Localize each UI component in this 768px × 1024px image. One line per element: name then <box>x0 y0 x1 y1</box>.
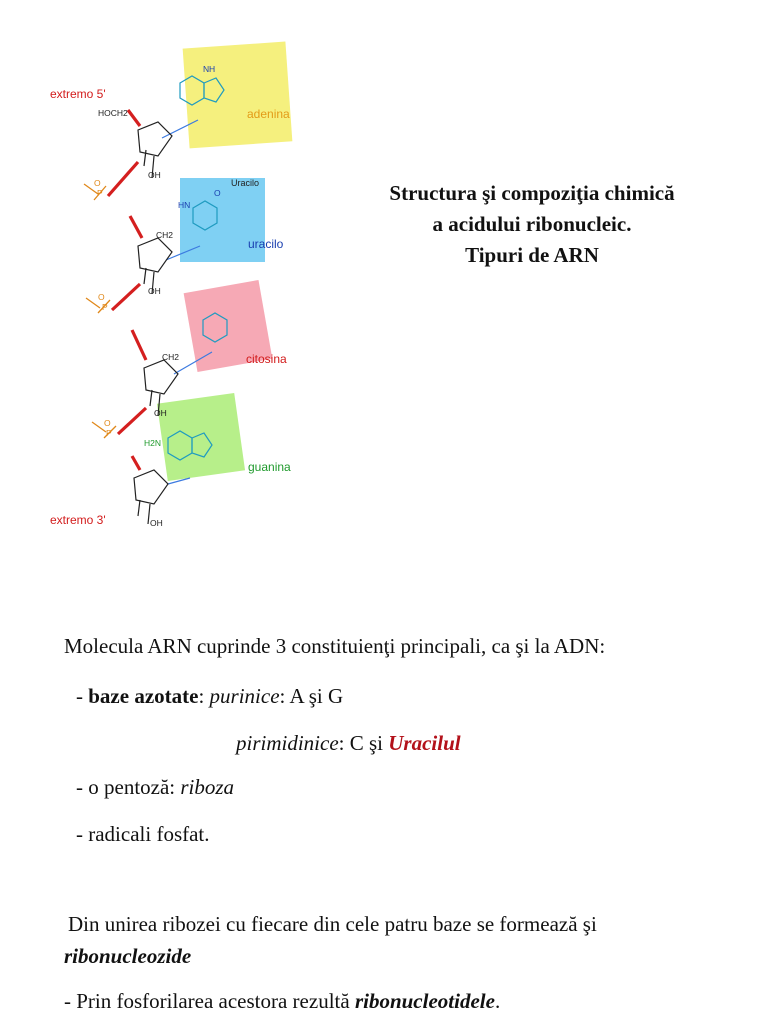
bases-dash: - <box>76 684 89 708</box>
purinice-value: : A şi G <box>279 684 344 708</box>
oh-atom-label: OH <box>148 170 161 180</box>
oh-atom-label-3: OH <box>154 408 167 418</box>
pentoza-line: - o pentoză: riboza <box>76 775 234 800</box>
ribonucleozide-term: ribonucleozide <box>64 944 192 968</box>
title-line-2: a acidului ribonucleic. <box>432 212 632 236</box>
document-title: Structura şi compoziţia chimică a acidul… <box>340 178 724 271</box>
adenina-box <box>182 41 293 149</box>
uracilo-label: uracilo <box>248 237 284 251</box>
uracilo-header-label: Uracilo <box>231 178 259 188</box>
purinice-term: purinice <box>209 684 280 708</box>
fosforilare-line: - Prin fosforilarea acestora rezultă rib… <box>64 989 500 1014</box>
phosphate-p-label-2: P <box>102 302 108 312</box>
phosphate-o-label-2: O <box>98 292 105 302</box>
bases-line: - baze azotate: purinice: A şi G <box>76 684 343 709</box>
intro-paragraph: Molecula ARN cuprinde 3 constituienţi pr… <box>64 634 606 658</box>
title-line-3: Tipuri de ARN <box>465 243 599 267</box>
guanina-label: guanina <box>248 460 291 474</box>
h2n-atom-label: H2N <box>144 438 161 448</box>
phosphate-p-label-3: P <box>106 428 112 438</box>
rna-diagram-svg: extremo 5' extremo 3' adenina Uracilo ur… <box>50 41 293 528</box>
phosphate-p-label: P <box>97 188 103 198</box>
fosforilare-prefix: - Prin fosforilarea acestora rezultă <box>64 989 355 1013</box>
adenina-label: adenina <box>247 107 290 121</box>
citosina-box <box>183 280 273 372</box>
extremo-5-label: extremo 5' <box>50 87 106 101</box>
oh-atom-label-2: OH <box>148 286 161 296</box>
bases-label: baze azotate <box>88 684 199 708</box>
nh2-atom-label: N <box>203 64 209 74</box>
citosina-label: citosina <box>246 352 287 366</box>
radicali-line: - radicali fosfat. <box>76 822 210 846</box>
uracilul-term: Uracilul <box>388 731 461 755</box>
fosforilare-suffix: . <box>494 989 501 1013</box>
phosphate-o-label: O <box>94 178 101 188</box>
extremo-3-label: extremo 3' <box>50 513 106 527</box>
pentoza-prefix: - o pentoză: <box>76 775 181 799</box>
ribonucleotidele-term: ribonucleotidele <box>354 989 495 1013</box>
oh-atom-label-4: OH <box>150 518 163 528</box>
pirimidinice-line: pirimidinice: C şi Uracilul <box>236 731 461 756</box>
pirimidinice-value: : C şi <box>338 731 389 755</box>
uracil-o-label: O <box>214 188 221 198</box>
nh2-atom-label-2: H <box>209 64 215 74</box>
pirimidinice-term: pirimidinice <box>236 731 339 755</box>
ch2-atom-label-2: CH2 <box>162 352 179 362</box>
ch2-atom-label: CH2 <box>156 230 173 240</box>
phosphate-o-label-3: O <box>104 418 111 428</box>
hn-atom-label: HN <box>178 200 190 210</box>
hoch2-atom-label: HOCH2 <box>98 108 128 118</box>
bases-colon: : <box>198 684 210 708</box>
riboza-term: riboza <box>180 775 235 799</box>
unire-line: Din unirea ribozei cu fiecare din cele p… <box>68 912 597 936</box>
title-line-1: Structura şi compoziţia chimică <box>389 181 675 205</box>
rna-structure-diagram: extremo 5' extremo 3' adenina Uracilo ur… <box>40 38 320 538</box>
